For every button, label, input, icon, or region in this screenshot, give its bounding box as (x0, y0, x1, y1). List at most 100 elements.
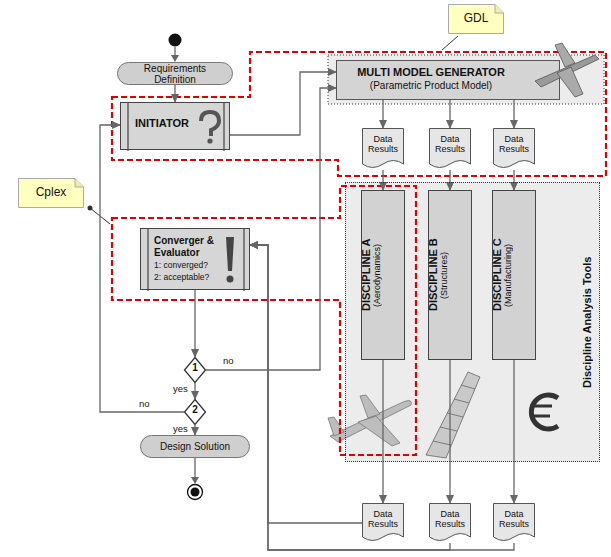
wing-structure-illustration (426, 372, 480, 458)
leader-line (442, 36, 458, 50)
text-group: Converger & Evaluator 1: converged? 2: acc… (141, 229, 249, 286)
flow-connector (449, 360, 450, 503)
node-title: INITIATOR (135, 117, 195, 129)
process-box: INITIATOR (120, 102, 230, 150)
gdl-scope (112, 52, 606, 176)
generator-box: MULTI MODEL GENERATOR (Parametric Product… (336, 60, 560, 100)
flow-connector (194, 383, 195, 399)
text-group: Data Results (493, 503, 535, 530)
node-title: DISCIPLINE C (491, 239, 503, 312)
wing-panel (426, 372, 480, 458)
flow-connector (513, 170, 514, 190)
process-box: Converger & Evaluator 1: converged? 2: acc… (140, 228, 250, 290)
text-group: Data Results (429, 503, 471, 530)
flow-connector (250, 245, 450, 550)
document-box: Data Results (493, 128, 535, 170)
flow-connector (449, 170, 450, 190)
edge-label: no (138, 398, 151, 409)
document-box: Data Results (362, 128, 404, 170)
node-title: Discipline Analysis Tools (581, 256, 593, 387)
flow-connector (382, 170, 383, 190)
note-callout: GDL (448, 4, 504, 34)
start-node (169, 34, 182, 47)
node-title: Cplex (18, 185, 84, 199)
document-box: Data Results (362, 503, 404, 543)
node-title: DISCIPLINE A (360, 239, 372, 311)
text-group: Design Solution (154, 439, 236, 454)
text-group: INITIATOR (121, 103, 229, 133)
flow-connector (174, 85, 175, 102)
text-group: GDL (448, 4, 504, 25)
wing-ribs (433, 385, 475, 445)
wing (358, 416, 400, 446)
discipline-box: DISCIPLINE B(Structures) (428, 190, 472, 360)
node-text: (Aerodynamics) (372, 243, 382, 306)
end-node-dot (191, 488, 200, 497)
node-title: 2 (184, 399, 206, 421)
flow-connector (382, 360, 383, 503)
node-title: MULTI MODEL GENERATOR (343, 66, 519, 78)
node-text: (Structures) (439, 252, 449, 299)
tail (328, 417, 344, 436)
arrowhead (191, 477, 199, 484)
start-terminal: Requirements Definition (117, 62, 233, 85)
discipline-box: DISCIPLINE C(Manufacturing) (492, 190, 536, 360)
node-title: Data Results (364, 509, 402, 530)
text-group: Discipline Analysis Tools (578, 183, 596, 461)
end-flow (194, 458, 195, 478)
note-callout: Cplex (18, 178, 84, 208)
flow-connector (194, 290, 195, 357)
wing (360, 395, 380, 418)
cplex-scope (112, 186, 416, 455)
node-title: Requirements Definition (124, 63, 226, 85)
node-title: GDL (448, 11, 504, 25)
flow-connector (513, 100, 514, 128)
node-title: Design Solution (160, 441, 230, 452)
node-title: Data Results (364, 134, 402, 155)
text-group: 1 (184, 357, 206, 379)
edge-label: no (222, 355, 235, 366)
document-box: Data Results (429, 128, 471, 170)
edge-label: yes (172, 423, 189, 434)
flow-connector (513, 360, 514, 503)
node-title: Data Results (495, 134, 533, 155)
text-group: Requirements Definition (118, 61, 232, 87)
text-group: Data Results (493, 128, 535, 155)
node-title: Data Results (431, 134, 469, 155)
discipline-box: DISCIPLINE A(Aerodynamics) (361, 190, 405, 360)
flow-connector (449, 100, 450, 128)
arrowhead (171, 55, 179, 62)
text-group: Cplex (18, 178, 84, 199)
node-title: Data Results (495, 509, 533, 530)
decision-diamond: 1 (184, 357, 206, 383)
text-group: Data Results (362, 503, 404, 530)
text-group: Data Results (429, 128, 471, 155)
node-title: DISCIPLINE B (427, 239, 439, 312)
edge-label: yes (172, 383, 189, 394)
node-text: 2: acceptable? (154, 272, 219, 282)
text-group: DISCIPLINE A(Aerodynamics) (362, 191, 380, 359)
document-box: Data Results (429, 503, 471, 543)
text-group: DISCIPLINE B(Structures) (429, 191, 447, 359)
text-group: 2 (184, 399, 206, 421)
node-text: (Manufacturing) (503, 243, 513, 306)
end-node (188, 485, 203, 500)
node-title: Converger & Evaluator (154, 235, 219, 258)
euro-bars (530, 406, 552, 416)
text-group: MULTI MODEL GENERATOR (Parametric Product… (337, 61, 559, 95)
euro-arc (531, 395, 558, 429)
end-terminal: Design Solution (140, 435, 250, 458)
tools-region: Discipline Analysis Tools DISCIPLINE A(Ae… (345, 182, 600, 462)
node-title: 1 (184, 357, 206, 379)
node-text: (Parametric Product Model) (343, 80, 519, 91)
document-box: Data Results (493, 503, 535, 543)
node-title: Data Results (431, 509, 469, 530)
text-group: DISCIPLINE C(Manufacturing) (493, 191, 511, 359)
flow-connector (194, 425, 195, 435)
euro-symbol (530, 395, 558, 429)
text-group: Data Results (362, 128, 404, 155)
node-text: 1: converged? (154, 260, 219, 270)
flow-connector (382, 100, 383, 128)
decision-diamond: 2 (184, 399, 206, 425)
